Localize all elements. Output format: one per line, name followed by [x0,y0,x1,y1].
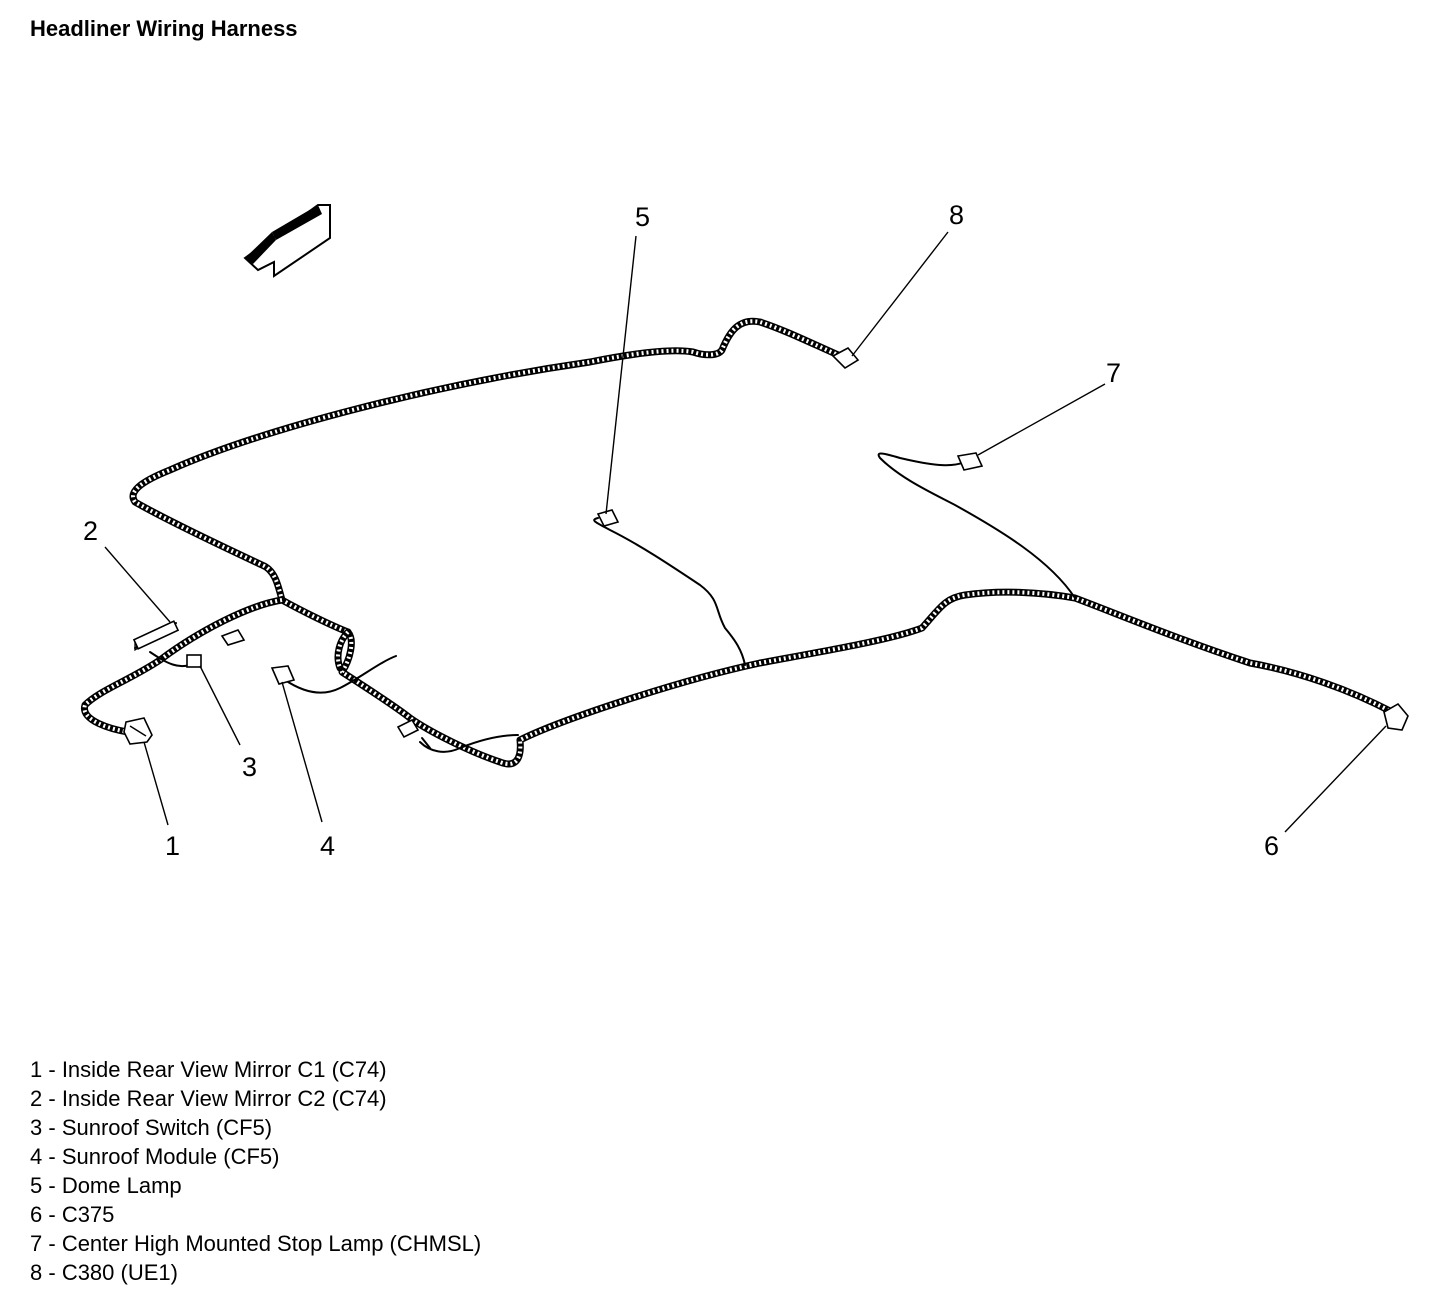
legend-list: 1 - Inside Rear View Mirror C1 (C74) 2 -… [30,1055,481,1287]
callout-7: 7 [1106,358,1121,388]
callout-4: 4 [320,831,335,861]
connector-5 [596,509,620,527]
connector-7 [956,452,984,471]
callout-numbers: 1 2 3 4 5 6 7 8 [83,200,1279,861]
front-direction-arrow-icon [243,204,331,278]
connector-2 [132,620,180,650]
legend-item: 7 - Center High Mounted Stop Lamp (CHMSL… [30,1231,482,1256]
clip-bottom [396,718,420,739]
callout-3: 3 [242,752,257,782]
callout-8: 8 [949,200,964,230]
callout-6: 6 [1264,831,1279,861]
legend-item: 8 - C380 (UE1) [30,1260,178,1285]
callout-1: 1 [165,831,180,861]
callout-2: 2 [83,516,98,546]
legend-item: 1 - Inside Rear View Mirror C1 (C74) [30,1057,387,1082]
legend-item: 4 - Sunroof Module (CF5) [30,1144,280,1169]
connector-4 [270,665,296,685]
legend-item: 3 - Sunroof Switch (CF5) [30,1115,273,1140]
legend-item: 6 - C375 [30,1202,115,1227]
connector-1 [123,717,153,745]
legend-item: 2 - Inside Rear View Mirror C2 (C74) [30,1086,387,1111]
callout-5: 5 [635,202,650,232]
diagram-title: Headliner Wiring Harness [30,16,298,41]
leader-lines [104,231,1387,833]
connector-6 [1383,702,1409,731]
clip-near-3 [220,629,246,646]
connector-8 [831,346,860,370]
main-harness [81,317,1396,768]
legend-item: 5 - Dome Lamp [30,1173,182,1198]
connector-3 [186,654,202,668]
